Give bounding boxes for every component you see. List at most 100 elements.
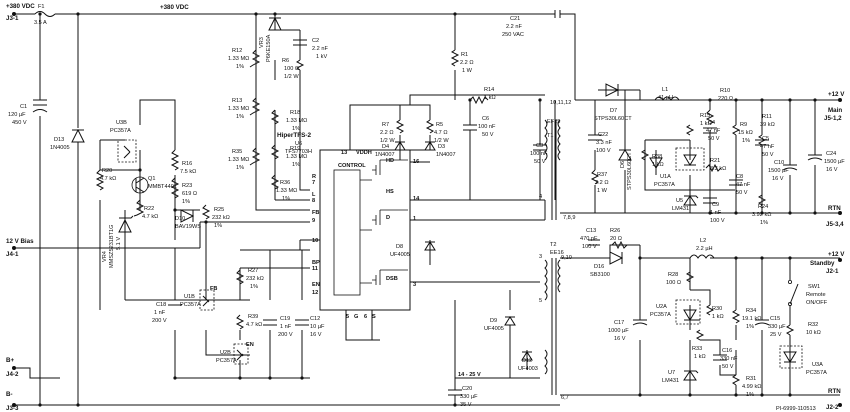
svg-text:2.2 nF: 2.2 nF — [506, 24, 522, 30]
resistor-r30: R30 1 kΩ — [706, 304, 724, 320]
capacitor-c9: C9 1 nF 100 V — [703, 197, 725, 224]
resistor-r14: R14 1 kΩ — [469, 87, 496, 105]
svg-text:1%: 1% — [742, 138, 750, 144]
svg-text:R9: R9 — [740, 122, 747, 128]
svg-text:HS: HS — [386, 189, 394, 195]
svg-text:U5: U5 — [676, 198, 683, 204]
svg-text:7.5 kΩ: 7.5 kΩ — [180, 169, 196, 175]
svg-text:100 V: 100 V — [582, 244, 597, 250]
svg-text:120 µF: 120 µF — [8, 112, 26, 118]
svg-text:R7: R7 — [382, 122, 389, 128]
transformer-t2: T2 EE16 9,10 6,7 3 5 — [539, 242, 572, 401]
capacitor-c8: C8 47 nF 50 V — [729, 174, 751, 196]
diode-d8: D8 UF4005 — [390, 240, 436, 265]
svg-text:10 kΩ: 10 kΩ — [806, 330, 821, 336]
svg-text:16 V: 16 V — [826, 167, 838, 173]
svg-text:1 W: 1 W — [597, 188, 608, 194]
svg-text:T2: T2 — [550, 242, 557, 248]
svg-text:1%: 1% — [746, 324, 754, 330]
resistor-r36: R36 1.33 MΩ 1% — [270, 174, 297, 202]
svg-text:470 pF: 470 pF — [580, 236, 598, 242]
resistor-r18: R18 1.33 MΩ 1% — [270, 109, 307, 132]
bootstrap-network — [349, 14, 545, 160]
svg-text:3.5 A: 3.5 A — [34, 20, 47, 26]
diode-d9: D9 UF4005 — [484, 290, 516, 378]
svg-text:2.2 Ω: 2.2 Ω — [460, 60, 474, 66]
svg-text:R16: R16 — [182, 161, 192, 167]
resistor-r1: R1 2.2 Ω 1 W — [450, 49, 474, 74]
svg-text:100 V: 100 V — [596, 148, 611, 154]
svg-text:D16: D16 — [594, 264, 604, 270]
svg-text:FB: FB — [312, 210, 319, 216]
resistor-r15: R15 1 kΩ — [686, 113, 712, 136]
svg-text:100 Ω: 100 Ω — [284, 66, 299, 72]
j5-34-label: J5-3,4 — [826, 221, 844, 228]
svg-text:Q1: Q1 — [148, 176, 155, 182]
vin-top-label: +380 VDC — [160, 4, 189, 11]
svg-text:1%: 1% — [236, 165, 244, 171]
vin-label: +380 VDC — [6, 3, 35, 10]
svg-text:R26: R26 — [610, 228, 620, 234]
svg-text:1 kΩ: 1 kΩ — [484, 95, 496, 101]
capacitor-c12: C12 10 µF 16 V — [295, 316, 325, 338]
svg-text:R21: R21 — [710, 158, 720, 164]
svg-text:1%: 1% — [214, 223, 222, 229]
svg-text:25 V: 25 V — [770, 332, 782, 338]
svg-text:SB3100: SB3100 — [590, 272, 610, 278]
resistor-r26: R26 20 Ω — [610, 228, 628, 250]
transistor-q1: Q1 MMBT4401 — [131, 176, 177, 194]
svg-text:R10: R10 — [720, 88, 730, 94]
svg-text:2.2 nF: 2.2 nF — [312, 46, 328, 52]
svg-text:R28: R28 — [668, 272, 678, 278]
svg-text:T1: T1 — [547, 133, 554, 139]
svg-text:R14: R14 — [484, 87, 494, 93]
svg-text:C17: C17 — [614, 320, 624, 326]
svg-text:1 kΩ: 1 kΩ — [712, 314, 724, 320]
resistor-r20: R20 4.7 kΩ — [95, 168, 116, 191]
svg-text:U2A: U2A — [656, 304, 667, 310]
inductor-l1: L1 41 µH — [654, 87, 680, 101]
standby-label: Standby — [810, 260, 835, 267]
svg-text:220 Ω: 220 Ω — [718, 96, 733, 102]
svg-text:50 V: 50 V — [762, 152, 774, 158]
b-minus-label: B- — [6, 391, 13, 398]
en-tag: EN — [246, 342, 254, 348]
svg-text:1.33 MΩ: 1.33 MΩ — [286, 118, 307, 124]
svg-text:U3A: U3A — [812, 362, 823, 368]
svg-text:1%: 1% — [282, 196, 290, 202]
svg-text:9: 9 — [312, 218, 315, 224]
svg-text:5: 5 — [539, 298, 542, 304]
svg-text:C4: C4 — [708, 120, 715, 126]
svg-text:47 nF: 47 nF — [760, 144, 775, 150]
capacitor-c18: C18 1 nF 200 V — [152, 299, 182, 324]
svg-text:EN: EN — [312, 282, 320, 288]
svg-text:2.2 Ω: 2.2 Ω — [595, 180, 609, 186]
resistor-r37: R37 2.2 Ω 1 W — [590, 169, 609, 194]
b-plus-label: B+ — [6, 357, 14, 364]
svg-text:VR3: VR3 — [259, 37, 265, 48]
svg-text:2.2 µH: 2.2 µH — [696, 246, 713, 252]
transformer-t1: T1 EF25 10,11,12 7,8,9 4 — [539, 100, 575, 221]
svg-text:LM431: LM431 — [672, 206, 689, 212]
capacitor-c22: C22 3.3 nF 100 V — [588, 132, 612, 154]
j3-3-label: J3-3 — [6, 405, 19, 412]
svg-text:DSB: DSB — [386, 276, 398, 282]
resistor-r9: R9 15 kΩ 1% — [732, 122, 753, 144]
optocoupler-u1a: U1A PC357A — [649, 147, 705, 188]
svg-text:1 nF: 1 nF — [154, 310, 166, 316]
svg-text:1 nF: 1 nF — [710, 210, 722, 216]
svg-text:C2: C2 — [312, 38, 319, 44]
svg-text:6: 6 — [364, 314, 367, 320]
diode-d16: D16 SB3100 — [590, 251, 624, 278]
svg-text:D10: D10 — [175, 216, 185, 222]
svg-text:4.7 Ω: 4.7 Ω — [434, 130, 448, 136]
svg-text:100 nF: 100 nF — [530, 151, 548, 157]
svg-text:5.1 V: 5.1 V — [116, 237, 122, 250]
capacitor-c4: C4 47 nF 50 V — [703, 120, 721, 142]
svg-text:C9: C9 — [712, 202, 719, 208]
svg-text:330 µF: 330 µF — [460, 394, 478, 400]
svg-text:330 nF: 330 nF — [720, 356, 738, 362]
svg-text:D6: D6 — [620, 161, 626, 168]
svg-text:C10: C10 — [774, 160, 784, 166]
resistor-r16: R16 7.5 kΩ — [170, 149, 196, 175]
